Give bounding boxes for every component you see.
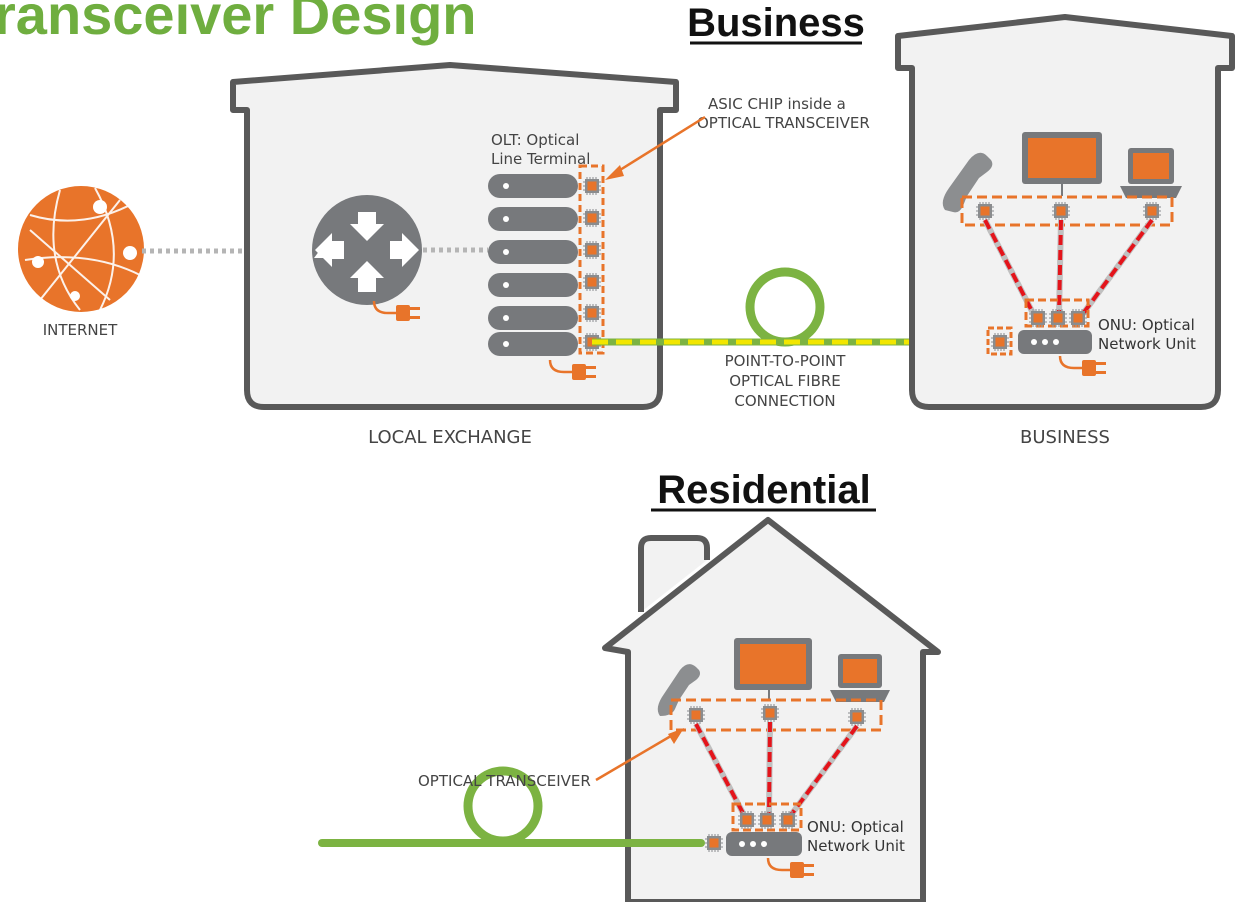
laptop-icon bbox=[1120, 148, 1182, 198]
connection-label-line2: OPTICAL FIBRE bbox=[729, 372, 841, 390]
residential-onu-input-chip bbox=[704, 833, 724, 853]
business-onu-input-box bbox=[986, 326, 1013, 356]
business-label: BUSINESS bbox=[1020, 427, 1110, 448]
residential-phone-chip bbox=[686, 705, 706, 725]
business-laptop-chip bbox=[1142, 201, 1162, 221]
local-exchange-label: LOCAL EXCHANGE bbox=[368, 427, 532, 448]
connection-label-line3: CONNECTION bbox=[734, 392, 835, 410]
local-exchange-building bbox=[230, 62, 679, 410]
business-heading: Business bbox=[687, 1, 865, 45]
residential-onu-icon bbox=[726, 832, 802, 856]
business-phone-chip bbox=[975, 201, 995, 221]
residential-heading: Residential bbox=[657, 468, 870, 512]
olt-rack bbox=[488, 174, 578, 356]
asic-pointer-arrow bbox=[605, 115, 706, 180]
fibre-loop-business bbox=[745, 267, 825, 347]
connection-label-line1: POINT-TO-POINT bbox=[725, 352, 847, 370]
optical-transceiver-label: OPTICAL TRANSCEIVER bbox=[418, 772, 591, 790]
residential-device-links bbox=[693, 721, 860, 817]
business-onu-input-chip bbox=[990, 332, 1010, 352]
internet-label: INTERNET bbox=[43, 321, 118, 339]
residential-phone-icon bbox=[657, 664, 700, 716]
business-onu-chip-2 bbox=[1048, 308, 1068, 328]
residential-onu-chip-3 bbox=[778, 810, 798, 830]
asic-label-line2: OPTICAL TRANSCEIVER bbox=[697, 114, 870, 132]
residential-monitor-icon bbox=[734, 638, 812, 700]
residential-laptop-chip bbox=[847, 707, 867, 727]
business-onu-label-line1: ONU: Optical bbox=[1098, 316, 1195, 334]
residential-onu-label-line1: ONU: Optical bbox=[807, 818, 904, 836]
olt-label-line1: OLT: Optical bbox=[491, 131, 579, 149]
asic-highlight-box bbox=[578, 164, 605, 355]
asic-label-line1: ASIC CHIP inside a bbox=[708, 95, 846, 113]
optical-transceiver-pointer-arrow bbox=[595, 728, 684, 782]
business-onu-label-line2: Network Unit bbox=[1098, 335, 1196, 353]
residential-onu-chip-2 bbox=[757, 810, 777, 830]
monitor-icon bbox=[1022, 132, 1102, 196]
page-title: ransceiver Design bbox=[0, 0, 476, 46]
residential-monitor-chip bbox=[760, 703, 780, 723]
business-onu-chip-1 bbox=[1028, 308, 1048, 328]
residential-onu-chip-1 bbox=[737, 810, 757, 830]
globe-network-icon bbox=[18, 186, 144, 312]
business-monitor-chip bbox=[1051, 201, 1071, 221]
router-icon bbox=[312, 195, 422, 305]
business-onu-chip-3 bbox=[1068, 308, 1088, 328]
residential-onu-chip-box bbox=[731, 802, 803, 832]
phone-icon bbox=[942, 152, 993, 213]
residential-onu-label-line2: Network Unit bbox=[807, 837, 905, 855]
residential-device-chip-box bbox=[669, 698, 883, 732]
house-chimney bbox=[638, 535, 710, 612]
residential-laptop-icon bbox=[830, 654, 890, 702]
business-onu-chip-box bbox=[1024, 298, 1090, 328]
olt-label-line2: Line Terminal bbox=[491, 150, 590, 168]
business-onu-icon bbox=[1018, 330, 1092, 354]
business-device-chip-box bbox=[960, 195, 1174, 227]
